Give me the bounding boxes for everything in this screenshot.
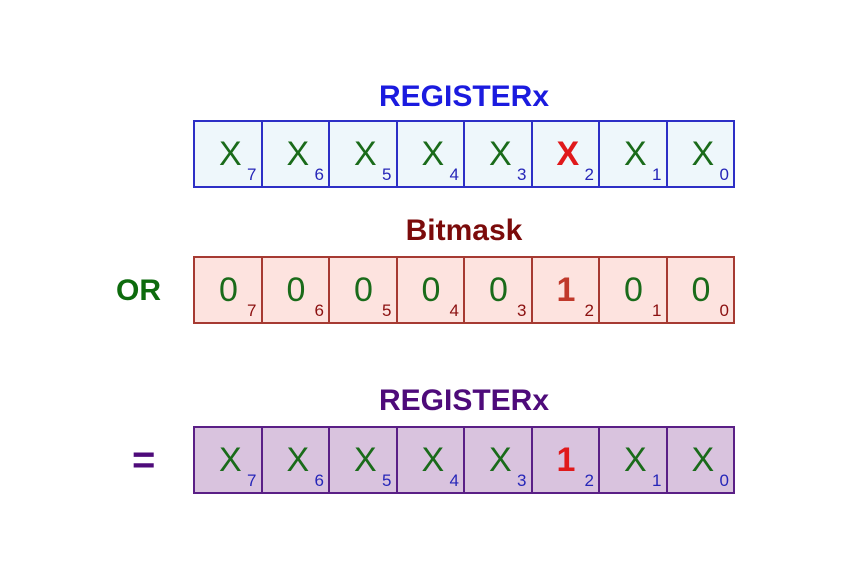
register-bit-1: X 1 — [599, 120, 667, 188]
bit-index: 4 — [449, 471, 459, 490]
bit-index: 3 — [517, 471, 527, 490]
bitmask-bit-5: 0 5 — [329, 256, 397, 324]
bit-index: 6 — [314, 471, 324, 490]
bit-value: X — [286, 441, 310, 479]
result-bit-4: X 4 — [396, 426, 464, 494]
bit-value: 0 — [286, 271, 306, 309]
bit-index: 5 — [382, 165, 392, 184]
result-bit-2: 1 2 — [531, 426, 599, 494]
bit-index: 6 — [314, 165, 324, 184]
bit-value: X — [219, 135, 242, 173]
bit-index: 7 — [247, 165, 257, 184]
bit-value: 0 — [219, 271, 238, 309]
bit-value-highlighted: 1 — [556, 441, 576, 479]
result-bit-1: X 1 — [599, 426, 667, 494]
result-bit-6: X 6 — [261, 426, 329, 494]
bit-value: X — [624, 441, 647, 479]
bit-index: 2 — [584, 471, 594, 490]
bit-index: 3 — [517, 301, 527, 320]
bit-value: 0 — [624, 271, 643, 309]
bit-value-highlighted: 1 — [556, 271, 576, 309]
result-bit-7: X 7 — [193, 426, 262, 494]
bit-index: 1 — [652, 471, 662, 490]
register-bit-4: X 4 — [396, 120, 464, 188]
bit-index: 4 — [449, 165, 459, 184]
register-bit-7: X 7 — [193, 120, 262, 188]
bitmask-bit-1: 0 1 — [599, 256, 667, 324]
register-bit-2: X 2 — [531, 120, 599, 188]
bitmask-bit-0: 0 0 — [666, 256, 735, 324]
bit-index: 5 — [382, 301, 392, 320]
bit-value: X — [624, 135, 647, 173]
bitmask-title: Bitmask — [405, 214, 523, 247]
equals-operator: = — [132, 438, 156, 482]
register-bit-0: X 0 — [666, 120, 735, 188]
bit-index: 3 — [517, 165, 527, 184]
result-bit-3: X 3 — [464, 426, 532, 494]
bitmask-bit-7: 0 7 — [193, 256, 262, 324]
bit-value: X — [691, 135, 715, 173]
bit-index: 0 — [719, 471, 729, 490]
bit-value: X — [421, 135, 445, 173]
bit-index: 2 — [584, 165, 594, 184]
bitmask-bit-6: 0 6 — [261, 256, 329, 324]
result-row: X 7 X 6 X 5 X 4 X 3 1 2 X 1 X 0 — [193, 426, 735, 494]
bit-index: 7 — [247, 301, 257, 320]
bitmask-row: 0 7 0 6 0 5 0 4 0 3 1 2 0 1 0 0 — [193, 256, 735, 324]
bit-index: 2 — [584, 301, 594, 320]
register-row: X 7 X 6 X 5 X 4 X 3 X 2 X 1 X 0 — [193, 120, 735, 188]
bit-index: 5 — [382, 471, 392, 490]
bit-index: 1 — [652, 301, 662, 320]
bit-value: X — [421, 441, 445, 479]
bit-value: X — [489, 441, 512, 479]
bit-value: 0 — [354, 271, 373, 309]
register-title: REGISTERx — [378, 80, 550, 113]
bit-index: 0 — [719, 301, 729, 320]
bitmask-bit-4: 0 4 — [396, 256, 464, 324]
bit-index: 0 — [719, 165, 729, 184]
bit-value: 0 — [489, 271, 508, 309]
result-bit-5: X 5 — [329, 426, 397, 494]
bit-value-highlighted: X — [556, 135, 580, 173]
bit-value: X — [219, 441, 242, 479]
bit-index: 7 — [247, 471, 257, 490]
result-title: REGISTERx — [378, 384, 550, 417]
bit-value: 0 — [691, 271, 711, 309]
bitmask-bit-2: 1 2 — [531, 256, 599, 324]
result-bit-0: X 0 — [666, 426, 735, 494]
bit-index: 1 — [652, 165, 662, 184]
bit-value: X — [354, 135, 377, 173]
bit-value: X — [691, 441, 715, 479]
bit-value: X — [354, 441, 377, 479]
bit-value: X — [286, 135, 310, 173]
bit-value: 0 — [421, 271, 441, 309]
bit-index: 6 — [314, 301, 324, 320]
bit-value: X — [489, 135, 512, 173]
bitmask-bit-3: 0 3 — [464, 256, 532, 324]
bit-index: 4 — [449, 301, 459, 320]
or-operator: OR — [116, 274, 161, 307]
register-bit-5: X 5 — [329, 120, 397, 188]
register-bit-3: X 3 — [464, 120, 532, 188]
register-bit-6: X 6 — [261, 120, 329, 188]
